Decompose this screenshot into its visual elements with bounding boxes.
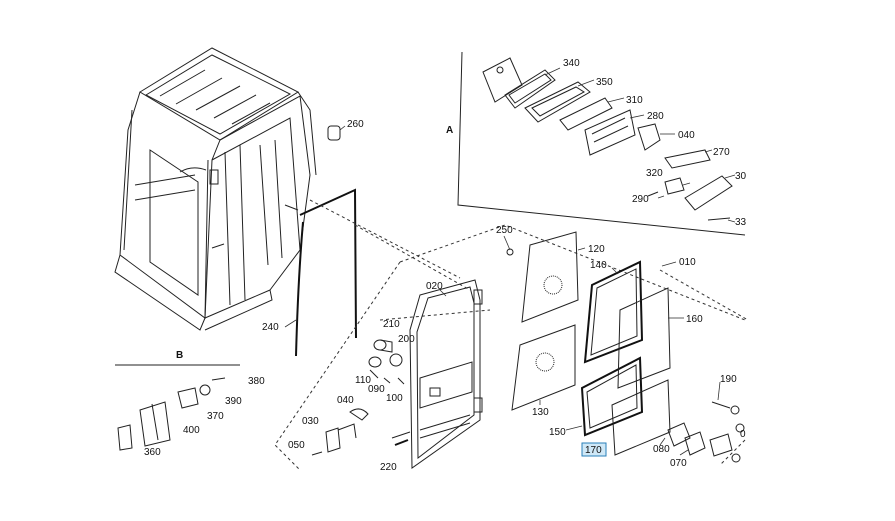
part-080-gasket bbox=[667, 422, 691, 447]
part-140-frame bbox=[583, 260, 644, 364]
part-label-170[interactable]: 170 bbox=[585, 445, 602, 456]
part-label-390: 390 bbox=[225, 396, 242, 407]
part-300-plate bbox=[684, 175, 733, 211]
part-label-050: 050 bbox=[288, 440, 305, 451]
part-label-040-door: 040 bbox=[337, 395, 354, 406]
part-label-260: 260 bbox=[347, 119, 364, 130]
section-label-b: B bbox=[176, 350, 183, 361]
part-label-080: 080 bbox=[653, 444, 670, 455]
part-label-280: 280 bbox=[647, 111, 664, 122]
part-label-070: 070 bbox=[670, 458, 687, 469]
part-380-bolt bbox=[211, 377, 226, 381]
part-220-strip bbox=[391, 431, 411, 446]
highlight-box-170[interactable] bbox=[581, 442, 607, 457]
part-label-100: 100 bbox=[386, 393, 403, 404]
part-label-140: 140 bbox=[590, 260, 607, 271]
part-label-320: 320 bbox=[646, 168, 663, 179]
part-030-latch bbox=[325, 423, 357, 453]
part-170-glass bbox=[611, 379, 671, 456]
part-340-gasket bbox=[482, 57, 556, 109]
part-label-310: 310 bbox=[626, 95, 643, 106]
part-label-240: 240 bbox=[262, 322, 279, 333]
part-200-bumper bbox=[368, 353, 403, 368]
part-label-150: 150 bbox=[549, 427, 566, 438]
part-label-160: 160 bbox=[686, 314, 703, 325]
part-040-handle bbox=[349, 408, 369, 421]
part-label-040-detail: 040 bbox=[678, 130, 695, 141]
part-label-120: 120 bbox=[588, 244, 605, 255]
part-label-290: 290 bbox=[632, 194, 649, 205]
part-110-090-100-hardware bbox=[369, 369, 405, 385]
part-020-door bbox=[409, 279, 483, 469]
part-330-screw bbox=[707, 217, 731, 221]
part-350-radio-frame bbox=[524, 81, 591, 123]
part-label-300: 30 bbox=[735, 171, 747, 182]
part-label-220: 220 bbox=[380, 462, 397, 473]
part-360-plate bbox=[117, 424, 133, 451]
cab-frame bbox=[114, 47, 317, 331]
part-label-400: 400 bbox=[183, 425, 200, 436]
part-label-270: 270 bbox=[713, 147, 730, 158]
part-280-radio bbox=[584, 109, 636, 156]
part-260-knob bbox=[327, 125, 346, 141]
part-210-bumper bbox=[373, 339, 393, 353]
part-370-block bbox=[177, 387, 199, 409]
label-leaders bbox=[539, 67, 736, 456]
part-040-speaker bbox=[637, 123, 661, 151]
part-label-020: 020 bbox=[426, 281, 443, 292]
part-320-connector bbox=[664, 177, 685, 195]
part-label-0: 0 bbox=[740, 429, 746, 440]
part-240-seal bbox=[284, 188, 357, 357]
part-label-330: 33 bbox=[735, 217, 747, 228]
part-label-340: 340 bbox=[563, 58, 580, 69]
part-label-190: 190 bbox=[720, 374, 737, 385]
part-label-350: 350 bbox=[596, 77, 613, 88]
part-270-bracket bbox=[664, 149, 713, 169]
part-label-130: 130 bbox=[532, 407, 549, 418]
explode-lines bbox=[274, 199, 749, 471]
part-label-380: 380 bbox=[248, 376, 265, 387]
part-label-370: 370 bbox=[207, 411, 224, 422]
part-130-panel bbox=[511, 324, 576, 411]
part-label-110: 110 bbox=[355, 375, 371, 386]
part-label-250: 250 bbox=[496, 225, 513, 236]
part-070-plate bbox=[684, 431, 706, 456]
part-label-090: 090 bbox=[368, 384, 385, 395]
part-label-200: 200 bbox=[398, 334, 415, 345]
part-label-210: 210 bbox=[383, 319, 400, 330]
part-400-bracket bbox=[139, 401, 171, 447]
part-190-pin bbox=[711, 401, 740, 415]
part-390-washer bbox=[199, 384, 211, 396]
part-290-cable bbox=[647, 191, 659, 197]
part-250-screw bbox=[503, 235, 514, 256]
part-150-frame bbox=[580, 356, 644, 437]
part-label-030: 030 bbox=[302, 416, 319, 427]
part-lock-assembly bbox=[709, 423, 745, 463]
section-label-a: A bbox=[446, 125, 453, 136]
part-label-010: 010 bbox=[679, 257, 696, 268]
part-310-bracket bbox=[559, 97, 613, 131]
part-160-glass bbox=[617, 287, 671, 389]
part-050-bolt bbox=[311, 451, 323, 456]
part-label-360: 360 bbox=[144, 447, 161, 458]
detail-a-frame bbox=[457, 51, 746, 236]
part-120-panel bbox=[521, 231, 579, 323]
